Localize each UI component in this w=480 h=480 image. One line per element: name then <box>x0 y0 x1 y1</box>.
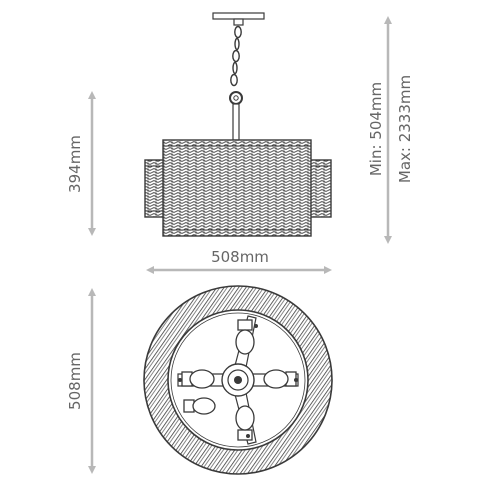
ceiling-canopy <box>212 12 265 20</box>
inner-shade <box>162 139 312 237</box>
diameter-label: 508mm <box>66 352 84 410</box>
bulb-icon <box>183 397 216 415</box>
suspension-chain <box>230 25 242 87</box>
bulb-icon <box>263 369 297 389</box>
drop-min-label: Min: 504mm <box>367 82 385 176</box>
mounting-screws <box>178 324 298 438</box>
bottom-view <box>143 285 333 475</box>
height-label: 394mm <box>66 135 84 193</box>
bulb-icon <box>235 319 255 355</box>
hanging-loop-hole <box>233 95 239 101</box>
dimension-lines <box>88 16 392 474</box>
canopy-neck <box>233 18 244 26</box>
candle-bulbs <box>181 319 297 441</box>
bulb-icon <box>181 369 215 389</box>
side-elevation <box>144 12 332 237</box>
bulb-icon <box>235 405 255 441</box>
width-label: 508mm <box>211 248 269 266</box>
drop-max-label: Max: 2333mm <box>396 75 414 183</box>
down-rod <box>232 103 240 141</box>
